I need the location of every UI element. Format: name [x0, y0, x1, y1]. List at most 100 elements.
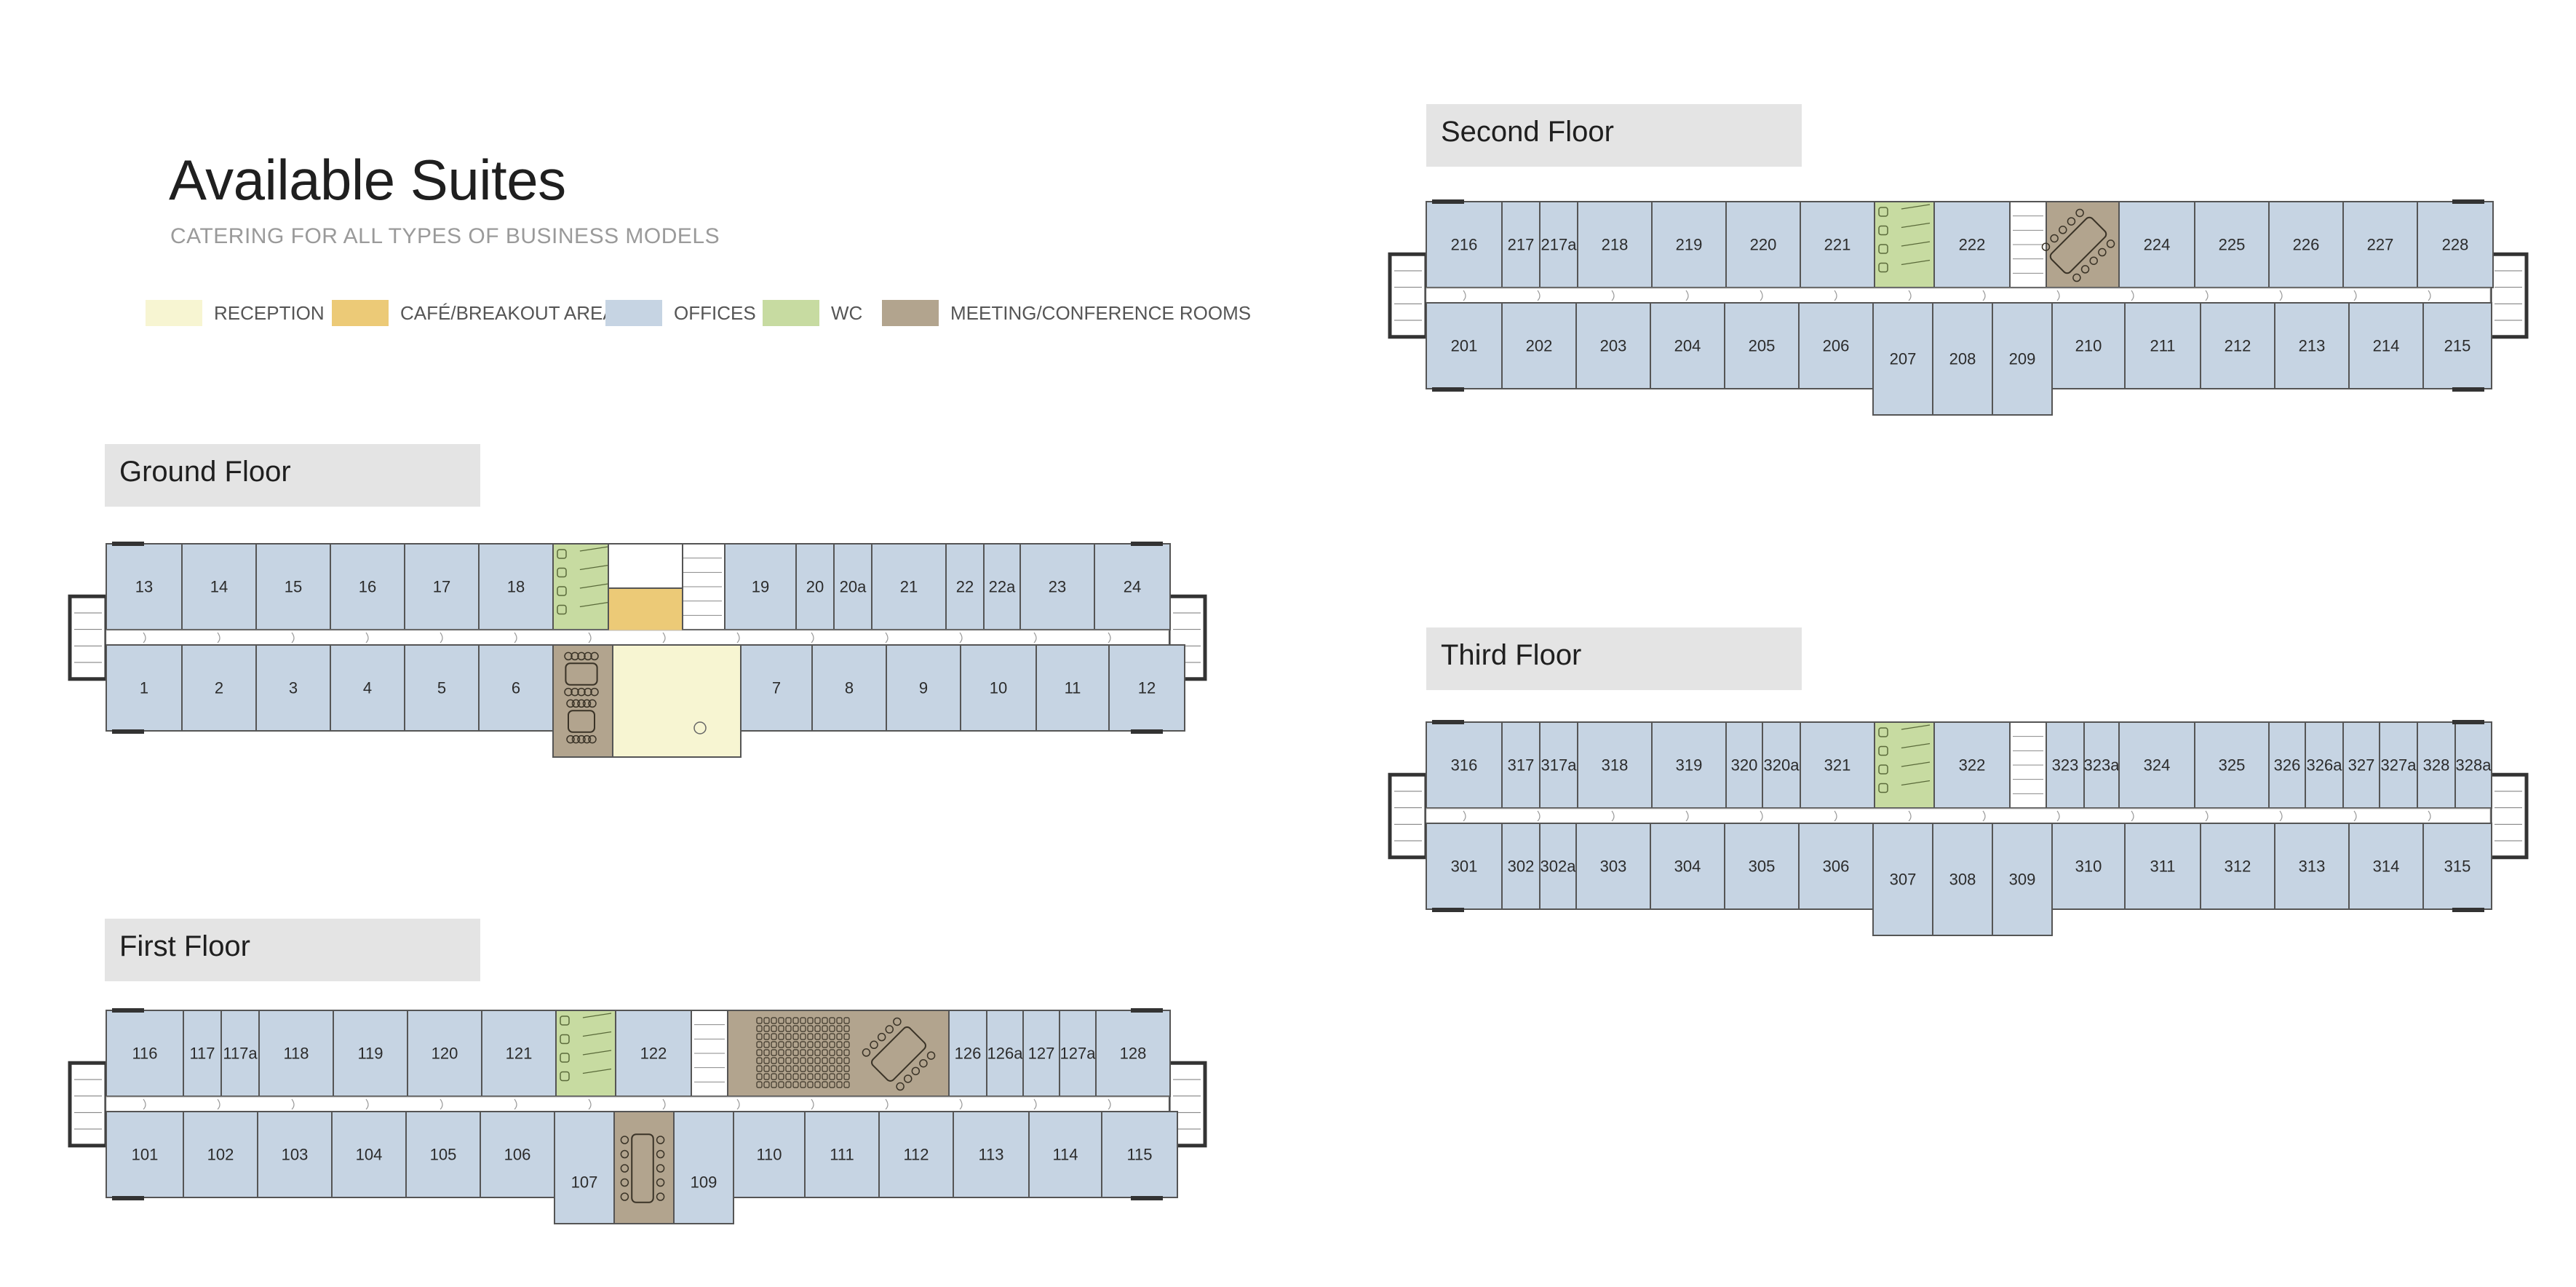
auditorium-seat — [814, 1017, 821, 1024]
room-label-117a: 117a — [223, 1045, 258, 1063]
room-label-306: 306 — [1823, 858, 1850, 876]
wc-door-swing — [1901, 259, 1931, 266]
room-107 — [554, 1111, 615, 1224]
room-305 — [1724, 823, 1800, 910]
auditorium-seat — [807, 1065, 814, 1072]
room-label-206: 206 — [1823, 337, 1850, 355]
door-swing — [588, 1098, 592, 1110]
room-127a — [1059, 1010, 1097, 1097]
end-stair — [1388, 252, 1428, 339]
auditorium-seat — [800, 1025, 806, 1032]
room-210 — [2051, 302, 2126, 389]
room-316 — [1426, 721, 1503, 809]
legend-item-meeting: MEETING/CONFERENCE ROOMS — [882, 298, 1251, 328]
room-label-17: 17 — [433, 578, 450, 596]
auditorium-seat — [822, 1073, 828, 1080]
auditorium-seat — [771, 1025, 777, 1032]
page-subtitle: CATERING FOR ALL TYPES OF BUSINESS MODEL… — [170, 224, 720, 248]
door-swing — [365, 632, 369, 644]
wc-fixture — [557, 604, 567, 615]
auditorium-seat — [814, 1049, 821, 1056]
chair — [2041, 242, 2051, 251]
auditorium-seat — [829, 1073, 835, 1080]
wc-door-swing — [579, 564, 609, 571]
room-209 — [1992, 302, 2053, 416]
auditorium-seat — [843, 1041, 850, 1048]
room-label-314: 314 — [2373, 858, 2400, 876]
table-top — [2049, 216, 2107, 274]
page-title: Available Suites — [169, 148, 566, 212]
wc-door-swing — [579, 546, 609, 552]
room-label-319: 319 — [1676, 756, 1703, 775]
door-swing — [1033, 1098, 1037, 1110]
auditorium-seat — [792, 1041, 799, 1048]
chair — [571, 699, 581, 708]
door-swing — [1537, 810, 1541, 822]
chair — [2075, 208, 2084, 218]
chair — [564, 652, 573, 661]
room-label-303: 303 — [1600, 858, 1627, 876]
corner-post — [1131, 1196, 1163, 1200]
door-swing — [440, 632, 443, 644]
door-swing — [143, 1098, 146, 1110]
auditorium-seat — [800, 1065, 806, 1072]
auditorium-seat — [843, 1081, 850, 1088]
chair — [582, 734, 592, 744]
room-215 — [2422, 302, 2492, 389]
legend-label-cafe: CAFÉ/BREAKOUT AREA — [400, 301, 616, 324]
wc-fixture — [1878, 745, 1888, 756]
wc-fixture — [1878, 262, 1888, 273]
auditorium-seat — [843, 1065, 850, 1072]
room-214 — [2348, 302, 2424, 389]
auditorium-seat — [829, 1041, 835, 1048]
room-325 — [2194, 721, 2270, 809]
room-label-204: 204 — [1674, 337, 1701, 355]
auditorium-seat — [836, 1025, 843, 1032]
corridor — [1426, 288, 2491, 304]
wc-fixture — [1878, 783, 1888, 793]
room-label-102: 102 — [207, 1146, 234, 1164]
door-swing — [1760, 810, 1763, 822]
floor-title-text: Second Floor — [1441, 116, 1614, 148]
auditorium-seat — [756, 1081, 763, 1088]
door-swing — [2056, 290, 2060, 301]
room-label-128: 128 — [1120, 1045, 1147, 1063]
room-227 — [2342, 201, 2418, 288]
auditorium-seat — [800, 1073, 806, 1080]
room-label-225: 225 — [2219, 236, 2246, 254]
room-224 — [2118, 201, 2195, 288]
room-label-227: 227 — [2367, 236, 2394, 254]
door-swing — [811, 632, 814, 644]
auditorium-seat — [792, 1073, 799, 1080]
auditorium-seat — [843, 1017, 850, 1024]
room-label-215: 215 — [2444, 337, 2471, 355]
floor-title-second: Second Floor — [1426, 104, 1802, 167]
room-17 — [404, 543, 480, 630]
room-label-107: 107 — [571, 1173, 598, 1192]
door-swing — [514, 1098, 517, 1110]
auditorium-seat — [836, 1049, 843, 1056]
room-112 — [878, 1111, 954, 1198]
auditorium-seat — [829, 1081, 835, 1088]
room-label-8: 8 — [845, 679, 854, 697]
chair — [911, 1066, 921, 1076]
corner-post — [112, 1008, 144, 1013]
corner-post — [112, 542, 144, 546]
room-label-216: 216 — [1451, 236, 1478, 254]
room-label-222: 222 — [1959, 236, 1986, 254]
chair — [564, 687, 573, 697]
room-19 — [724, 543, 797, 630]
room-label-219: 219 — [1676, 236, 1703, 254]
chair — [919, 1058, 928, 1068]
chair — [2072, 273, 2081, 282]
room-label-228: 228 — [2442, 236, 2469, 254]
room-15 — [255, 543, 331, 630]
auditorium-seat — [792, 1065, 799, 1072]
auditorium-seat — [807, 1049, 814, 1056]
room-22 — [945, 543, 985, 630]
room-202 — [1501, 302, 1577, 389]
room-219 — [1651, 201, 1727, 288]
room-label-220: 220 — [1750, 236, 1777, 254]
wc-door-swing — [1901, 780, 1931, 786]
door-swing — [885, 632, 889, 644]
